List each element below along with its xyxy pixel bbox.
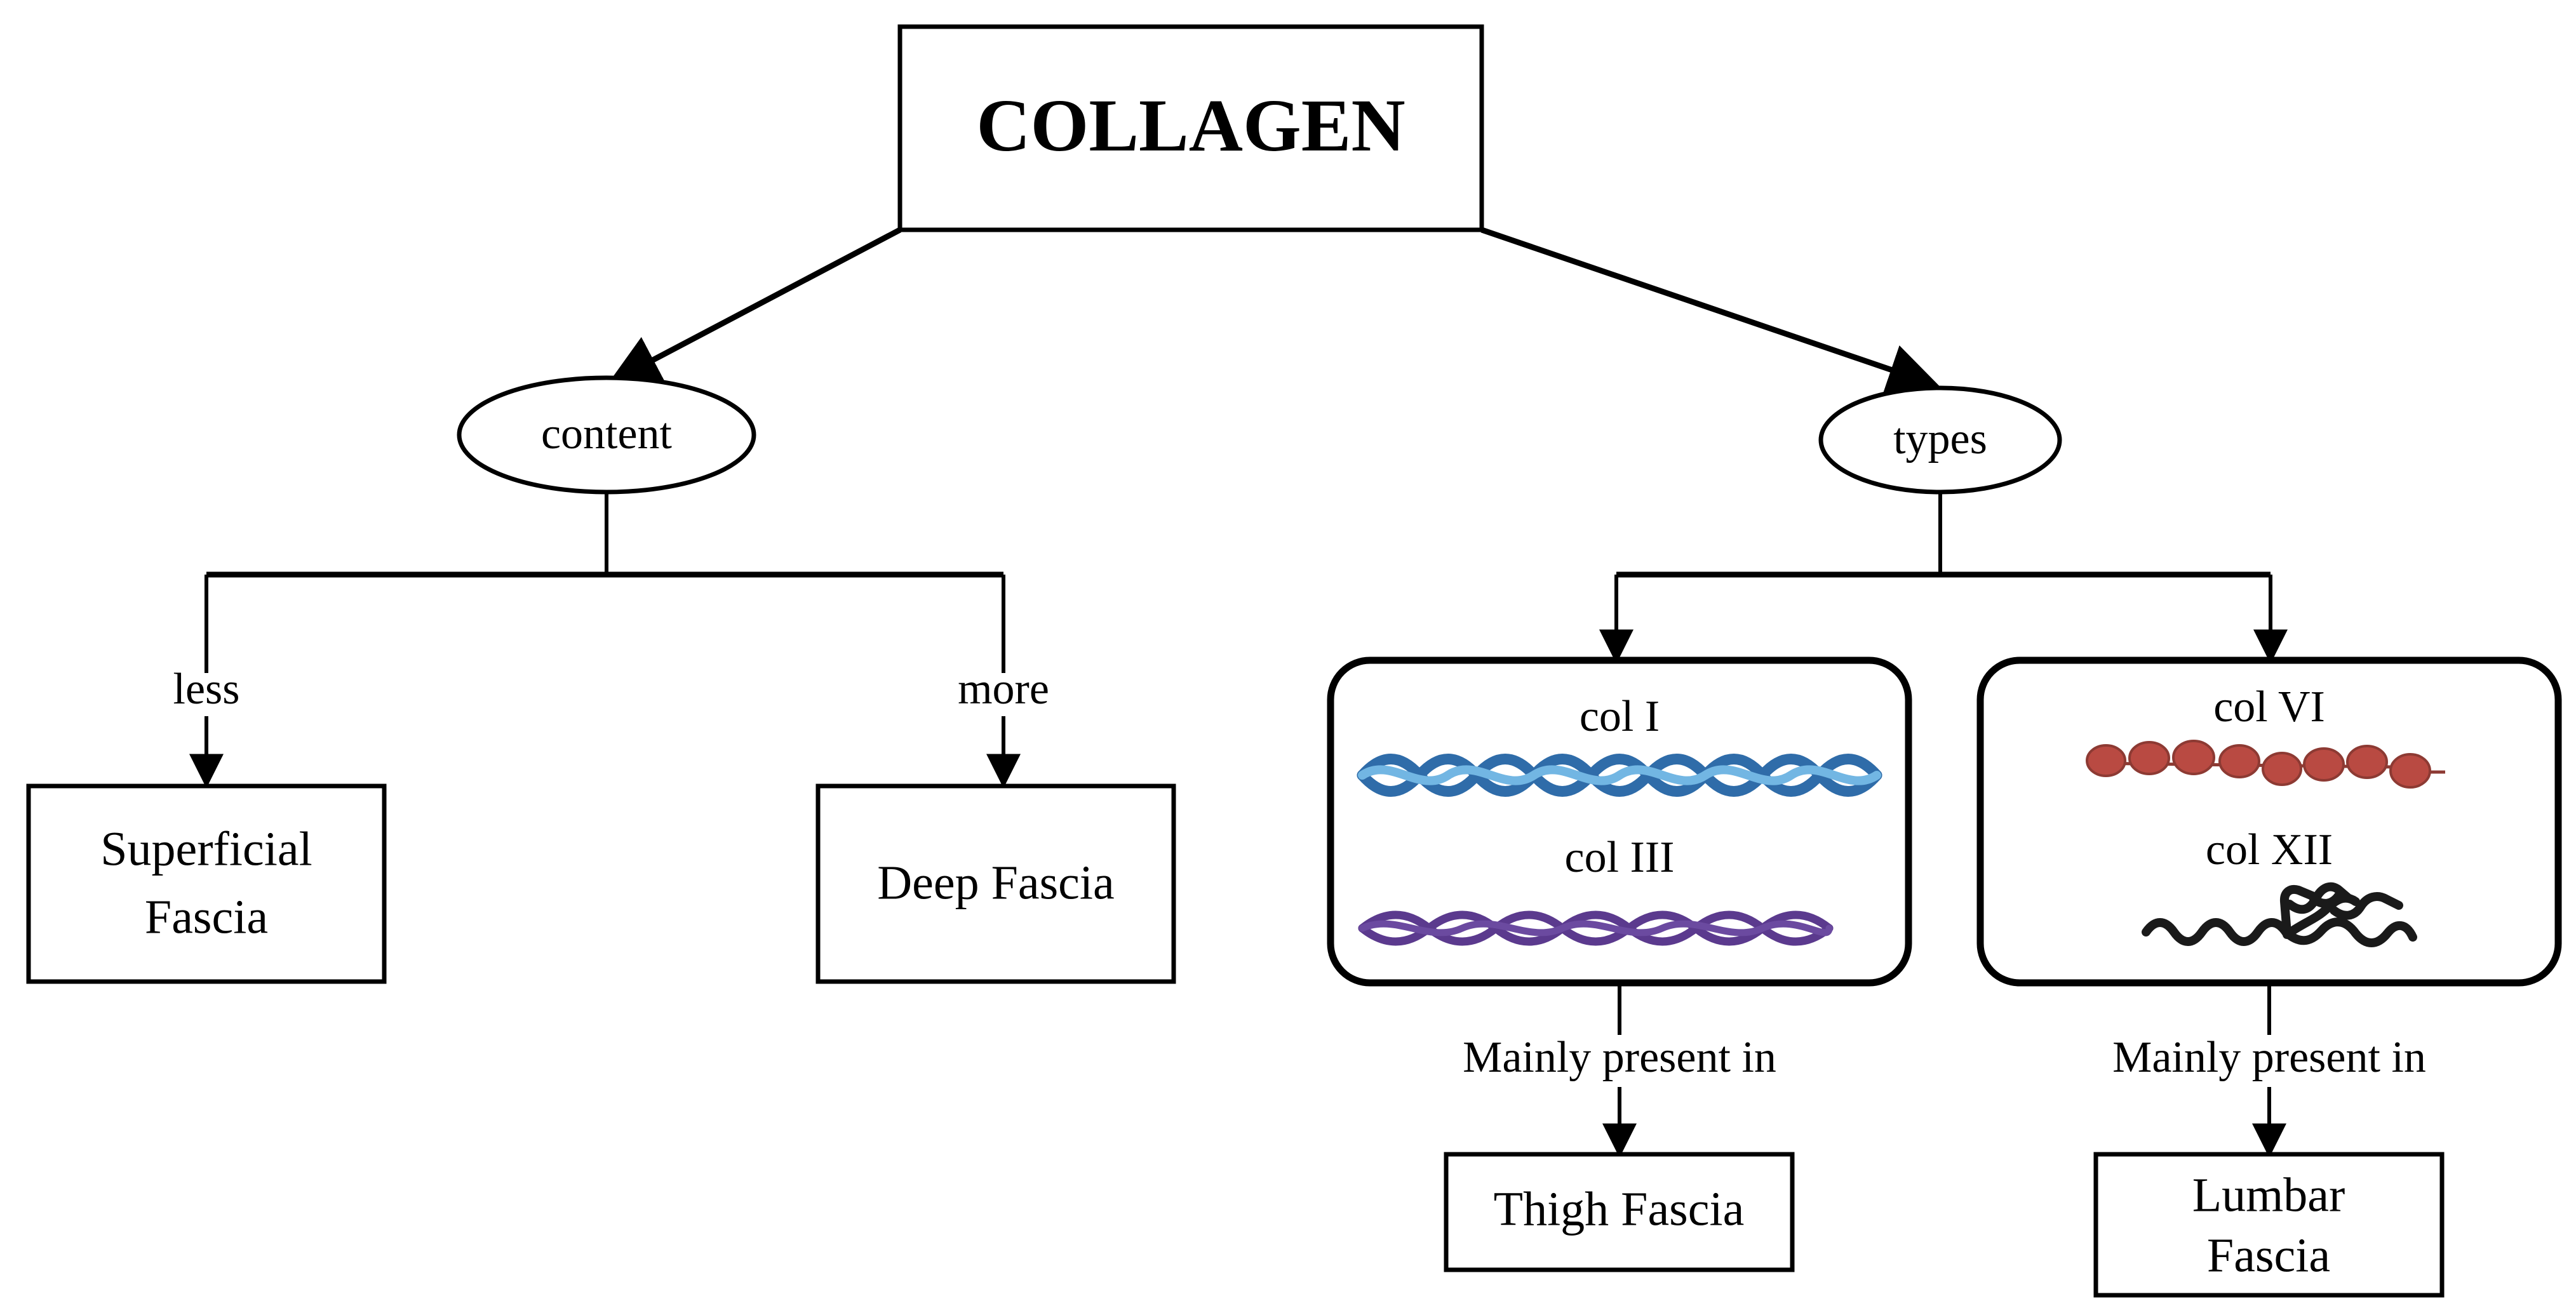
edge-label-mainly-present-left: Mainly present in	[1463, 1033, 1776, 1082]
node-thigh-fascia[interactable]: Thigh Fascia	[1444, 1152, 1795, 1272]
node-types-label: types	[1893, 415, 1987, 463]
edge-types-fork	[1616, 492, 2271, 578]
node-superficial-fascia-line2: Fascia	[145, 890, 268, 943]
node-lumbar-fascia-line1: Lumbar	[2192, 1168, 2345, 1222]
node-content[interactable]: content	[457, 375, 756, 495]
edge-label-less: less	[173, 665, 240, 714]
node-thigh-fascia-label: Thigh Fascia	[1494, 1182, 1745, 1236]
node-lumbar-fascia-line2: Fascia	[2207, 1229, 2330, 1282]
blue-triple-helix-icon	[1362, 759, 1877, 792]
node-collagen[interactable]: COLLAGEN	[897, 24, 1484, 232]
label-col-xii: col XII	[2206, 825, 2333, 874]
node-collagen-label: COLLAGEN	[976, 84, 1405, 167]
label-col-iii: col III	[1565, 833, 1675, 882]
edge-collagen-to-content	[608, 227, 902, 384]
edge-content-fork	[205, 492, 1005, 673]
label-col-i: col I	[1580, 692, 1660, 741]
node-superficial-fascia-line1: Superficial	[100, 822, 312, 876]
node-collagen-group-fibrillar[interactable]: col I col III	[1327, 656, 1912, 987]
node-superficial-fascia[interactable]: Superficial Fascia	[26, 783, 387, 984]
node-types[interactable]: types	[1818, 385, 2062, 495]
edge-collagen-to-types	[1480, 227, 1940, 394]
label-col-vi: col VI	[2213, 683, 2325, 731]
node-deep-fascia[interactable]: Deep Fascia	[815, 783, 1176, 984]
node-collagen-group-nonfibrillar[interactable]: col VI col XII	[1976, 656, 2562, 987]
node-deep-fascia-label: Deep Fascia	[877, 856, 1115, 909]
edge-label-mainly-present-right: Mainly present in	[2112, 1033, 2426, 1082]
edge-label-more: more	[958, 665, 1049, 714]
node-lumbar-fascia[interactable]: Lumbar Fascia	[2093, 1152, 2445, 1298]
node-content-label: content	[541, 410, 673, 458]
